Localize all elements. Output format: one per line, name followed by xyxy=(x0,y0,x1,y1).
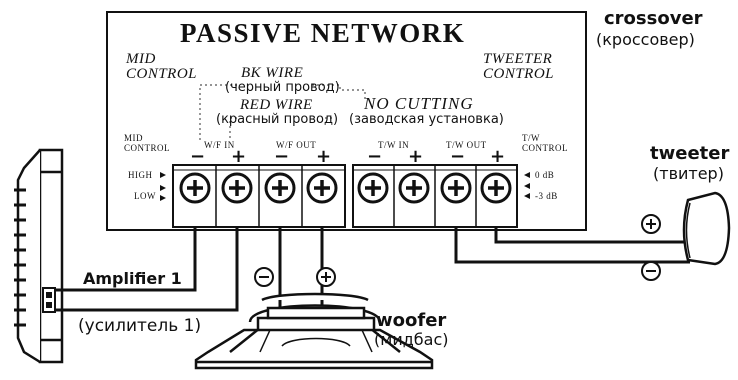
tw-out-plus: + xyxy=(490,146,506,167)
wf-in-minus: − xyxy=(190,146,206,167)
crossover-ru-label: (кроссовер) xyxy=(596,30,695,49)
tw-in-minus: − xyxy=(367,146,383,167)
zero-db-label: 0 dB xyxy=(535,170,555,180)
tweeter-polarity-symbols xyxy=(641,214,661,281)
tweeter-label: tweeter xyxy=(650,143,730,164)
bk-wire-ru-label: (черный провод) xyxy=(225,80,340,95)
tweeter-ru-label: (твитер) xyxy=(653,164,724,183)
tw-in-label: T/W IN xyxy=(378,140,410,150)
wf-out-plus: + xyxy=(316,146,332,167)
high-label: HIGH xyxy=(128,170,153,180)
low-label: LOW xyxy=(134,191,156,201)
tw-out-minus: − xyxy=(450,146,466,167)
woofer-drawing xyxy=(194,292,434,370)
red-wire-label: RED WIRE xyxy=(240,97,313,113)
dotted-guides xyxy=(199,84,366,140)
selector-arrows xyxy=(160,172,530,201)
woofer-label: woofer xyxy=(376,310,447,331)
crossover-title: PASSIVE NETWORK xyxy=(180,18,466,48)
minus3-db-label: -3 dB xyxy=(535,191,558,201)
amplifier-ru-label: (усилитель 1) xyxy=(78,316,202,336)
amplifier-drawing xyxy=(14,148,64,364)
no-cutting-label: NO CUTTING xyxy=(364,94,474,113)
mid-control-small-label: MID CONTROL xyxy=(124,133,170,153)
bk-wire-label: BK WIRE xyxy=(241,65,304,81)
wf-out-label: W/F OUT xyxy=(276,140,317,150)
no-cutting-ru-label: (заводская установка) xyxy=(349,112,504,127)
wf-in-label: W/F IN xyxy=(204,140,235,150)
wf-in-plus: + xyxy=(231,146,247,167)
woofer-ru-label: (мидбас) xyxy=(374,330,449,349)
red-wire-ru-label: (красный провод) xyxy=(216,112,339,127)
tweeter-control-label: TWEETER CONTROL xyxy=(483,51,555,82)
wf-out-minus: − xyxy=(274,146,290,167)
amplifier-label: Amplifier 1 xyxy=(83,269,182,288)
tw-in-plus: + xyxy=(408,146,424,167)
crossover-label: crossover xyxy=(604,8,703,29)
mid-control-label: MID CONTROL xyxy=(126,51,198,82)
tw-control-small-label: T/W CONTROL xyxy=(522,133,568,153)
tweeter-drawing xyxy=(682,191,731,266)
terminal-screw-slots xyxy=(187,180,504,196)
tw-out-label: T/W OUT xyxy=(446,140,487,150)
woofer-polarity-symbols xyxy=(254,267,336,287)
